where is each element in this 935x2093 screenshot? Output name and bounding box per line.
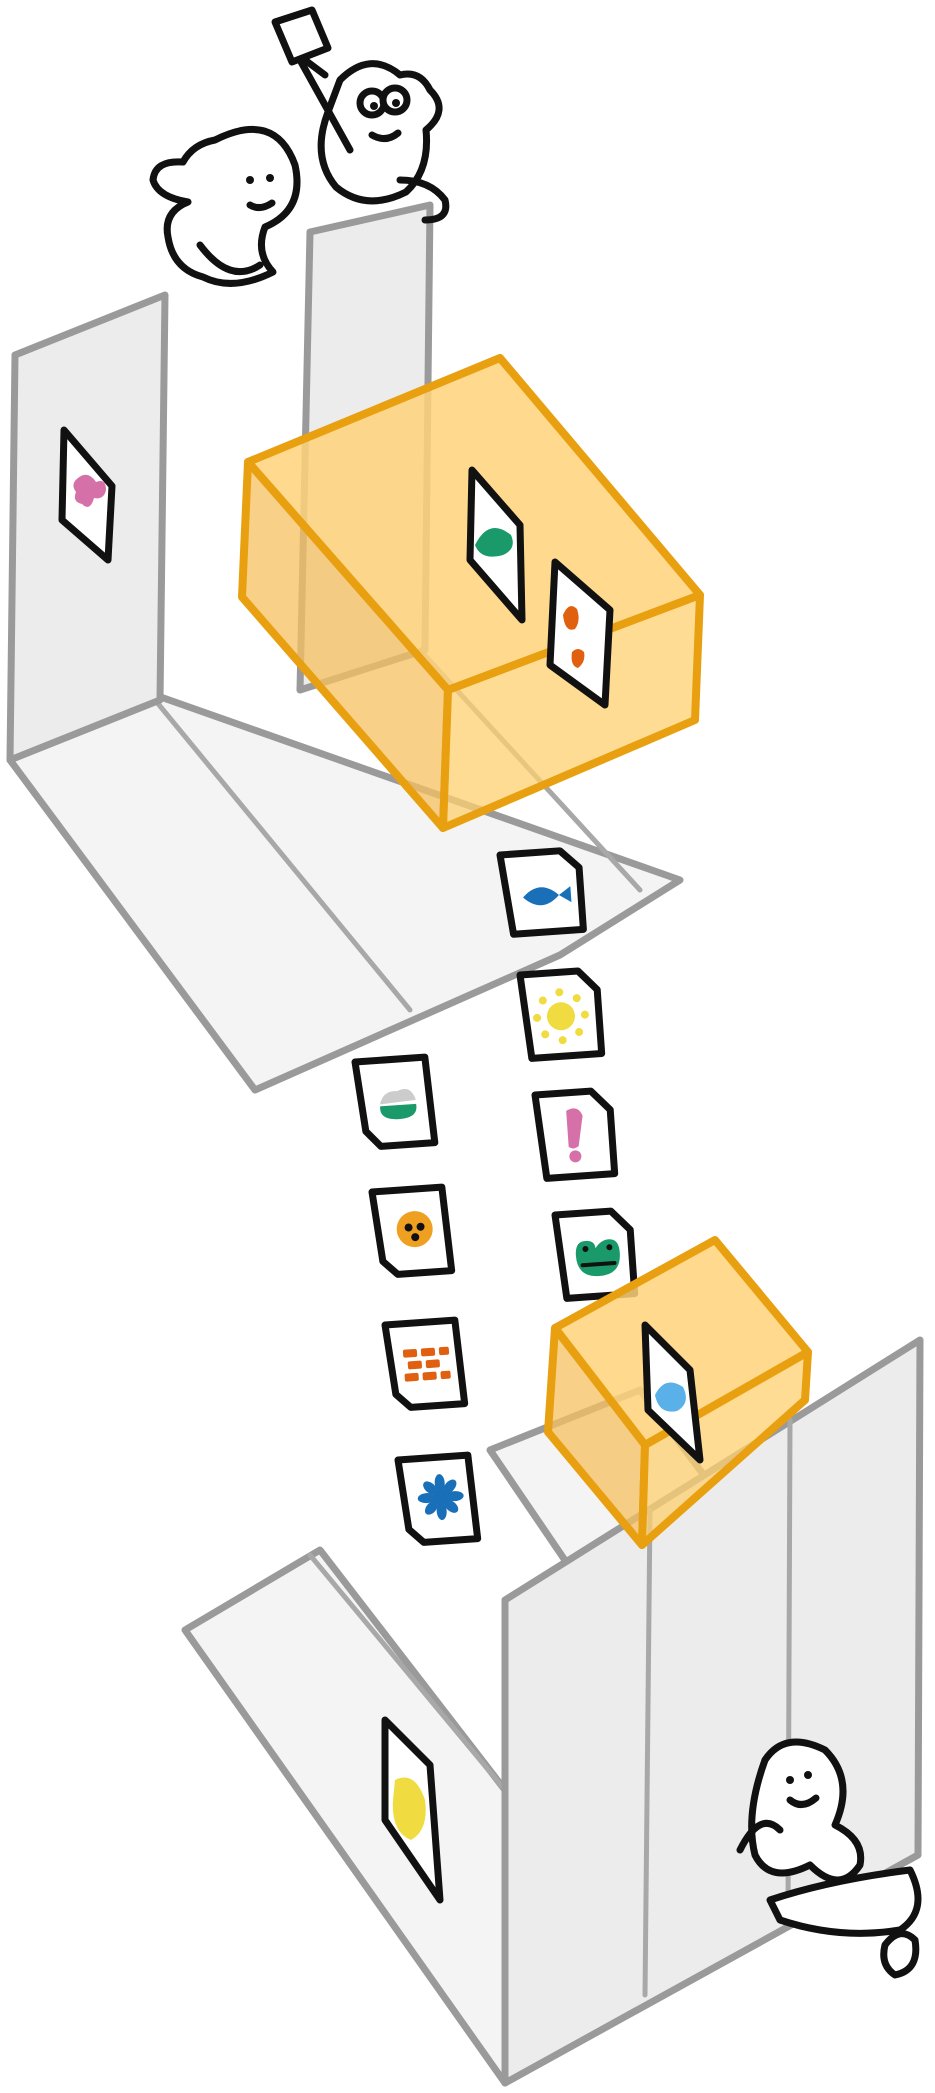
document-yellow-icon [381,1716,444,1904]
person-lounging-icon [736,1738,922,1979]
package-box-small-icon [544,1236,812,1549]
document-fish-icon [496,847,587,938]
document-sun-icon [516,967,606,1062]
document-exclamation-icon [531,1087,619,1182]
document-frog-icon [551,1207,639,1302]
package-box-large-icon [238,354,704,832]
waved-document-icon [271,6,332,66]
person-waving-document-icon [271,6,450,224]
package-box-small-right [638,1348,812,1549]
document-orange-icon [546,558,614,709]
document-cloud-icon [351,1053,439,1150]
floating-documents [351,847,639,1546]
lower-room [181,1336,924,2087]
upper-room-floor-seam [152,697,413,1013]
document-sky-icon [641,1321,704,1464]
document-pink-icon [58,426,116,564]
document-flower-icon [394,1451,482,1546]
lower-room-wall-seam [642,1507,653,1998]
lower-room-floor-seam [307,1552,508,1793]
document-bricks-icon [381,1316,469,1411]
document-green-icon [466,466,526,624]
person-sitting-icon [149,125,301,287]
package-box-large-right [439,591,704,832]
lower-room-floor [181,1546,509,2087]
document-paw-icon [368,1183,456,1278]
